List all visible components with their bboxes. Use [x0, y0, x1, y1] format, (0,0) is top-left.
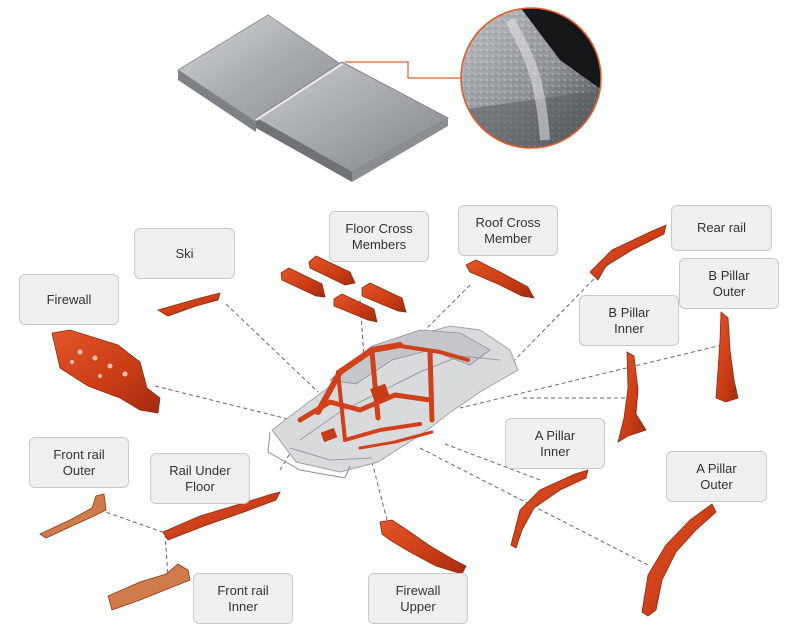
part-firewall — [51, 329, 161, 414]
label-rear-rail: Rear rail — [671, 205, 772, 251]
zoom-circle — [460, 7, 602, 149]
part-ski — [157, 292, 221, 317]
part-rear-rail — [589, 224, 667, 281]
label-b-pillar-inner: B Pillar Inner — [579, 295, 679, 346]
part-front-rail-outer — [39, 493, 107, 539]
part-a-pillar-outer — [641, 503, 717, 617]
label-a-pillar-outer: A Pillar Outer — [666, 451, 767, 502]
car-body-in-white — [267, 325, 519, 479]
zoom-leader-line — [345, 61, 461, 79]
part-firewall-upper — [379, 519, 467, 575]
weld-seam — [255, 63, 343, 121]
part-roof-cross-member — [465, 259, 535, 299]
weld-zoom-callout — [345, 7, 602, 149]
label-front-rail-outer: Front rail Outer — [29, 437, 129, 488]
tailor-welded-blank — [177, 14, 450, 182]
label-front-rail-inner: Front rail Inner — [193, 573, 293, 624]
part-b-pillar-outer — [715, 311, 739, 403]
label-b-pillar-outer: B Pillar Outer — [679, 258, 779, 309]
label-floor-cross-members: Floor Cross Members — [329, 211, 429, 262]
part-front-rail-inner — [107, 563, 191, 611]
part-a-pillar-inner — [510, 469, 589, 549]
label-firewall-upper: Firewall Upper — [368, 573, 468, 624]
label-a-pillar-inner: A Pillar Inner — [505, 418, 605, 469]
label-roof-cross-member: Roof Cross Member — [458, 205, 558, 256]
label-firewall: Firewall — [19, 274, 119, 325]
part-rail-under-floor — [162, 491, 281, 541]
part-b-pillar-inner — [617, 351, 647, 443]
label-rail-under-floor: Rail Under Floor — [150, 453, 250, 504]
parts — [39, 224, 739, 617]
label-ski: Ski — [134, 228, 235, 279]
part-floor-cross-members — [280, 255, 407, 323]
